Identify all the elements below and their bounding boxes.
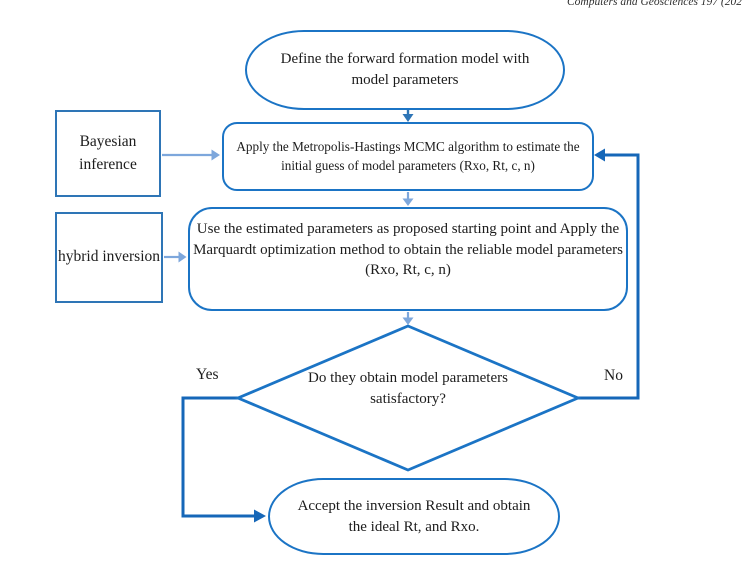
edge-no-arrowhead <box>594 148 605 162</box>
node-hybrid-inversion-label: hybrid inversion <box>57 248 161 266</box>
node-hybrid-inversion: hybrid inversion <box>55 212 163 303</box>
edge-start-to-mcmc-arrowhead <box>402 114 414 122</box>
node-mcmc-label: Apply the Metropolis-Hastings MCMC algor… <box>236 138 580 173</box>
node-marquardt: Use the estimated parameters as proposed… <box>188 207 628 311</box>
node-decision-label: Do they obtain model parameters satisfac… <box>308 370 508 407</box>
journal-header-text: Computers and Geosciences 197 (202 <box>566 0 742 8</box>
node-marquardt-label: Use the estimated parameters as proposed… <box>193 220 623 279</box>
node-bayesian-inference: Bayesian inference <box>55 110 161 197</box>
node-end: Accept the inversion Result and obtain t… <box>268 478 560 555</box>
edge-bayesian-to-mcmc-arrowhead <box>211 149 220 161</box>
node-bayesian-inference-label: Bayesian inference <box>79 133 137 173</box>
edge-marquardt-to-decision-arrowhead <box>402 317 414 325</box>
node-start: Define the forward formation model with … <box>245 30 565 110</box>
edge-hybrid-to-marquardt-arrowhead <box>178 251 187 263</box>
edge-mcmc-to-marquardt-arrowhead <box>402 198 414 206</box>
node-end-label: Accept the inversion Result and obtain t… <box>297 497 531 535</box>
decision-diamond-shape <box>234 324 582 472</box>
edge-yes-label: Yes <box>196 366 219 383</box>
edge-no-label: No <box>604 367 623 384</box>
edge-yes-arrowhead <box>254 509 266 523</box>
edge-no-line <box>578 153 640 400</box>
node-mcmc: Apply the Metropolis-Hastings MCMC algor… <box>222 122 594 191</box>
edge-yes-line <box>181 396 255 518</box>
node-start-label: Define the forward formation model with … <box>280 51 530 88</box>
